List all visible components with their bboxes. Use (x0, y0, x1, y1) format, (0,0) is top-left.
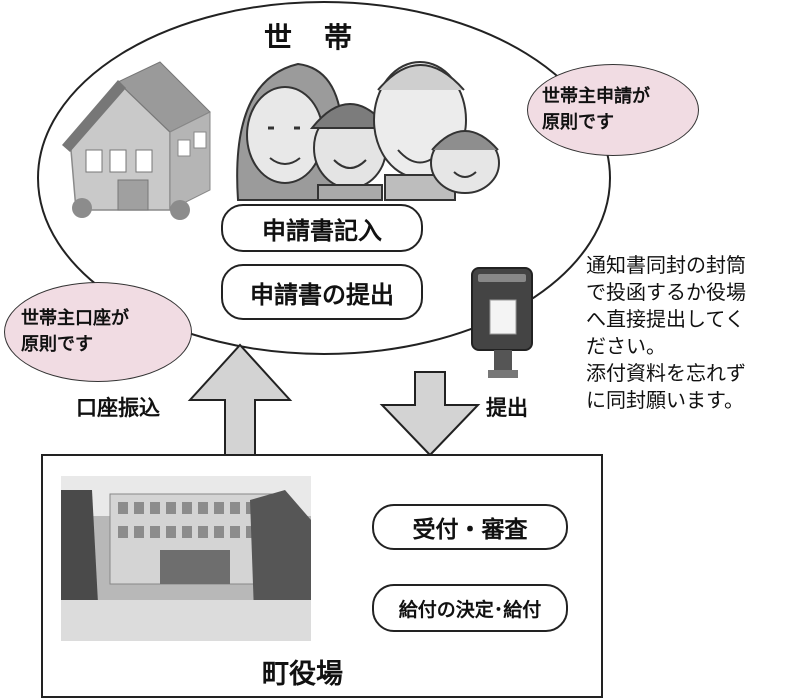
household-title: 世 帯 (264, 21, 355, 54)
step-fill-form: 申請書記入 (221, 204, 423, 252)
note-line: ださい。 (586, 334, 666, 358)
town-office-photo (61, 476, 311, 641)
bubble-account-line1: 世帯主口座が (21, 308, 129, 329)
down-arrow (379, 371, 481, 457)
house-illustration (62, 61, 211, 220)
note-line: 通知書同封の封筒 (586, 253, 746, 277)
note-line: 添付資料を忘れず (586, 361, 746, 385)
note-line: に同封願います。 (586, 388, 744, 412)
note-line: で投函するか役場 (586, 280, 746, 304)
bubble-account-rule: 世帯主口座が 原則です (4, 282, 192, 382)
step-submit-form: 申請書の提出 (221, 264, 423, 320)
mailbox-illustration (471, 267, 533, 378)
up-arrow (187, 343, 293, 456)
step-review: 受付・審査 (372, 504, 568, 550)
bubble-applicant-line1: 世帯主申請が (542, 86, 650, 107)
bubble-applicant-rule: 世帯主申請が 原則です (527, 64, 699, 156)
town-office-title: 町役場 (262, 659, 343, 690)
up-arrow-label: 口座振込 (76, 396, 160, 420)
family-illustration (236, 61, 500, 201)
step-decision: 給付の決定･給付 (372, 584, 568, 632)
down-arrow-label: 提出 (486, 396, 528, 420)
note-line: へ直接提出してく (586, 307, 745, 331)
bubble-applicant-line2: 原則です (542, 112, 614, 133)
submission-note: 通知書同封の封筒 で投函するか役場 へ直接提出してく ださい。 添付資料を忘れず… (586, 252, 790, 414)
bubble-account-line2: 原則です (21, 334, 93, 355)
